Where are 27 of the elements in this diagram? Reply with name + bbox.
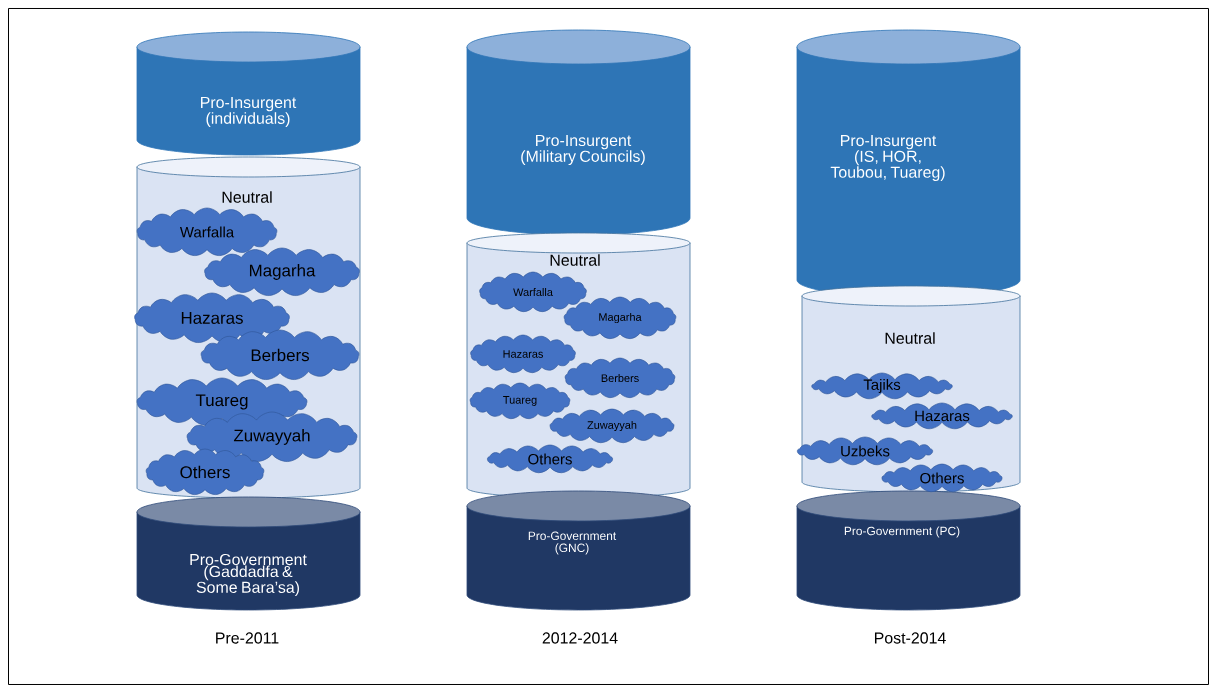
cloud: Tajiks (811, 372, 953, 400)
cloud: Others (881, 463, 1003, 493)
cloud: Zuwayyah (186, 411, 358, 462)
cylinder: Pro-Insurgent (IS, HOR, Toubou, Tuareg) (796, 29, 1021, 298)
cloud: Tuareg (136, 377, 308, 426)
cylinder: Pro-Insurgent (Military Councils) (466, 29, 691, 236)
period-label: Pre-2011 (216, 632, 279, 644)
cloud: Hazaras (470, 334, 576, 373)
period-label: Post-2014 (875, 632, 946, 644)
cloud: Others (487, 444, 613, 474)
cloud: Warfalla (479, 271, 587, 312)
period-label: 2012-2014 (542, 632, 618, 644)
cloud: Others (145, 448, 265, 495)
cloud: Tuareg (469, 382, 571, 419)
cloud: Berbers (564, 357, 676, 398)
cylinder: Pro-Government (Gaddadfa & Some Bara’sa) (136, 496, 361, 611)
cloud: Berbers (200, 329, 360, 380)
cloud: Magarha (204, 247, 360, 296)
cylinder: Pro-Insurgent (individuals) (136, 31, 361, 156)
cloud: Uzbeks (797, 436, 933, 466)
cloud: Magarha (563, 296, 677, 339)
cloud: Hazaras (134, 292, 290, 343)
cylinder: Pro-Government (GNC) (466, 490, 691, 611)
cloud: Hazaras (871, 402, 1013, 430)
cloud: Zuwayyah (549, 408, 675, 443)
cylinder: Pro-Government (PC) (796, 490, 1021, 611)
cloud: Warfalla (136, 207, 278, 256)
